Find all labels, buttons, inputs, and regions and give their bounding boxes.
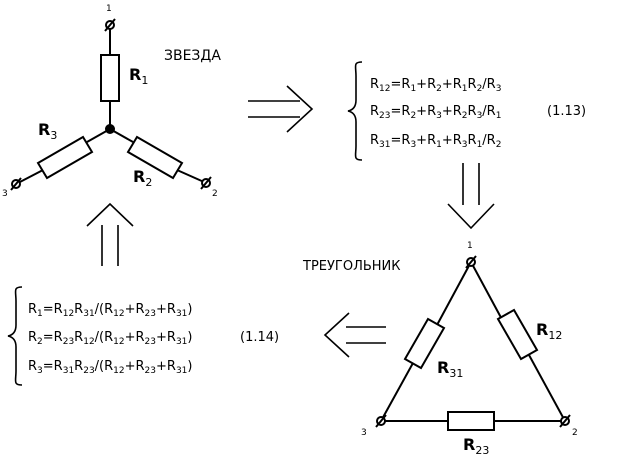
tri-terminal-3 bbox=[375, 414, 387, 428]
star-terminal-3 bbox=[10, 177, 22, 191]
formula-1-13-line-3: R31=R3+R1+R3R1/R2 bbox=[370, 133, 501, 150]
star-label-r3: R3 bbox=[38, 120, 57, 142]
tri-label-r12: R12 bbox=[536, 320, 562, 342]
star-label-r2: R2 bbox=[133, 167, 152, 189]
star-resistor-r3 bbox=[36, 135, 94, 180]
star-wire-3b bbox=[17, 169, 44, 184]
brace-1-13 bbox=[347, 61, 363, 161]
formula-1-14-tag: (1.14) bbox=[240, 330, 279, 345]
star-resistor-r2 bbox=[126, 135, 184, 180]
tri-wire-left-a bbox=[436, 261, 472, 326]
tri-wire-right-a bbox=[470, 261, 506, 326]
formula-1-13-line-2: R23=R2+R3+R2R3/R1 bbox=[370, 104, 501, 121]
triangle-circuit bbox=[375, 255, 571, 431]
tri-label-r23: R23 bbox=[463, 435, 489, 457]
tri-node-label-1: 1 bbox=[467, 241, 473, 251]
star-resistor-r1 bbox=[100, 54, 120, 102]
formula-1-14-line-3: R3=R31R23/(R12+R23+R31) bbox=[28, 359, 192, 376]
tri-label-r31: R31 bbox=[437, 358, 463, 380]
formula-1-14-line-1: R1=R12R31/(R12+R23+R31) bbox=[28, 302, 192, 319]
arrow-left bbox=[323, 312, 386, 358]
tri-terminal-1 bbox=[465, 255, 477, 269]
star-terminal-1 bbox=[104, 18, 116, 32]
star-node-label-2: 2 bbox=[212, 189, 218, 199]
brace-1-14 bbox=[7, 286, 23, 386]
tri-wire-left-b bbox=[380, 362, 414, 422]
star-terminal-2 bbox=[200, 176, 212, 190]
formula-1-13-tag: (1.13) bbox=[547, 104, 586, 119]
star-label-r1: R1 bbox=[129, 65, 148, 87]
tri-wire-right-b bbox=[528, 354, 566, 422]
formula-1-13-line-1: R12=R1+R2+R1R2/R3 bbox=[370, 77, 501, 94]
tri-terminal-2 bbox=[559, 414, 571, 428]
star-center-node bbox=[105, 124, 115, 134]
triangle-title: ТРЕУГОЛЬНИК bbox=[302, 259, 401, 274]
arrow-right bbox=[248, 85, 314, 133]
star-wire-2b bbox=[176, 169, 205, 183]
arrow-up bbox=[86, 202, 134, 266]
tri-resistor-r23 bbox=[447, 411, 495, 431]
arrow-down bbox=[447, 163, 495, 230]
tri-resistor-r31 bbox=[403, 317, 446, 370]
star-title: ЗВЕЗДА bbox=[164, 48, 221, 64]
star-circuit bbox=[10, 18, 212, 191]
tri-node-label-3: 3 bbox=[361, 428, 367, 438]
tri-node-label-2: 2 bbox=[572, 428, 578, 438]
formula-1-14-line-2: R2=R23R12/(R12+R23+R31) bbox=[28, 330, 192, 347]
star-node-label-1: 1 bbox=[106, 4, 112, 14]
star-node-label-3: 3 bbox=[2, 189, 8, 199]
tri-resistor-r12 bbox=[496, 308, 539, 361]
